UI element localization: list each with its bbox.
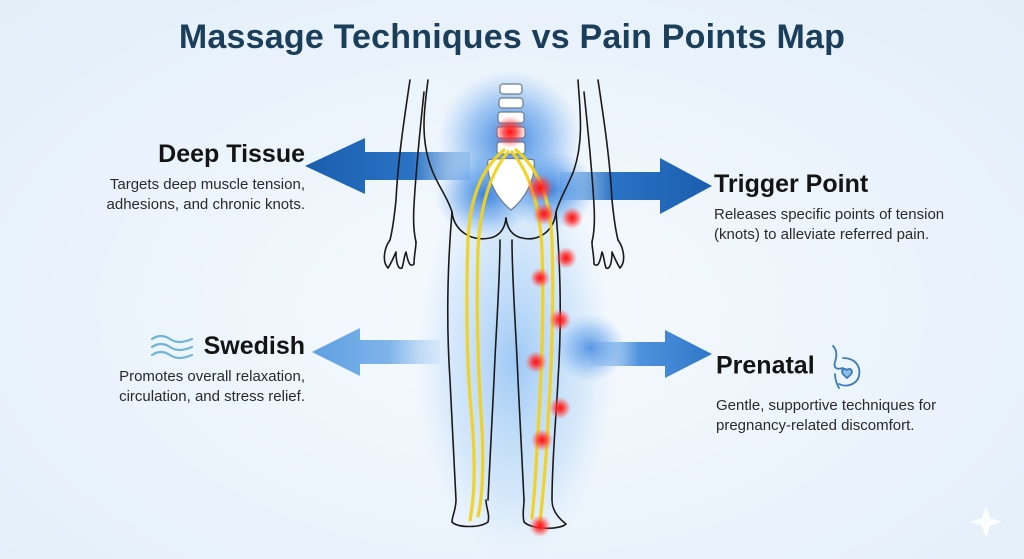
swedish-title: Swedish: [203, 332, 305, 360]
pain-point: [549, 309, 571, 331]
pain-point: [549, 397, 571, 419]
pain-point: [533, 203, 555, 225]
trigger-point-description: Releases specific points of tension (kno…: [714, 206, 945, 243]
deep-tissue-title: Deep Tissue: [158, 140, 305, 168]
prenatal-description: Gentle, supportive techniques for pregna…: [716, 397, 937, 434]
pain-point: [531, 429, 553, 451]
prenatal-title: Prenatal: [716, 351, 815, 380]
pain-point: [561, 207, 583, 229]
pain-point: [529, 515, 551, 537]
pain-point: [555, 247, 577, 269]
waves-icon: [150, 335, 193, 360]
deep-tissue-description: Targets deep muscle tension, adhesions, …: [106, 176, 305, 213]
page-title: Massage Techniques vs Pain Points Map: [178, 18, 846, 56]
pain-point: [526, 174, 554, 202]
arrow-swedish: [312, 328, 440, 376]
trigger-point-title: Trigger Point: [714, 170, 869, 198]
arrow-trigger-point: [560, 158, 712, 214]
pain-point: [494, 116, 526, 148]
pain-point: [525, 351, 547, 373]
prenatal-label: Prenatal Gentle, supportive techniques f…: [716, 344, 1006, 436]
trigger-point-label: Trigger Point Releases specific points o…: [714, 170, 1004, 245]
knee-glow: [554, 314, 626, 382]
sparkle-icon: [970, 506, 1002, 538]
arrow-deep-tissue: [305, 138, 470, 194]
swedish-label: Swedish Promotes overall relaxation, cir…: [60, 332, 305, 407]
pain-point: [530, 268, 550, 288]
pregnant-figure-icon: [831, 345, 860, 389]
swedish-description: Promotes overall relaxation, circulation…: [119, 368, 305, 405]
deep-tissue-label: Deep Tissue Targets deep muscle tension,…: [70, 140, 305, 215]
pain-points: [494, 116, 583, 537]
